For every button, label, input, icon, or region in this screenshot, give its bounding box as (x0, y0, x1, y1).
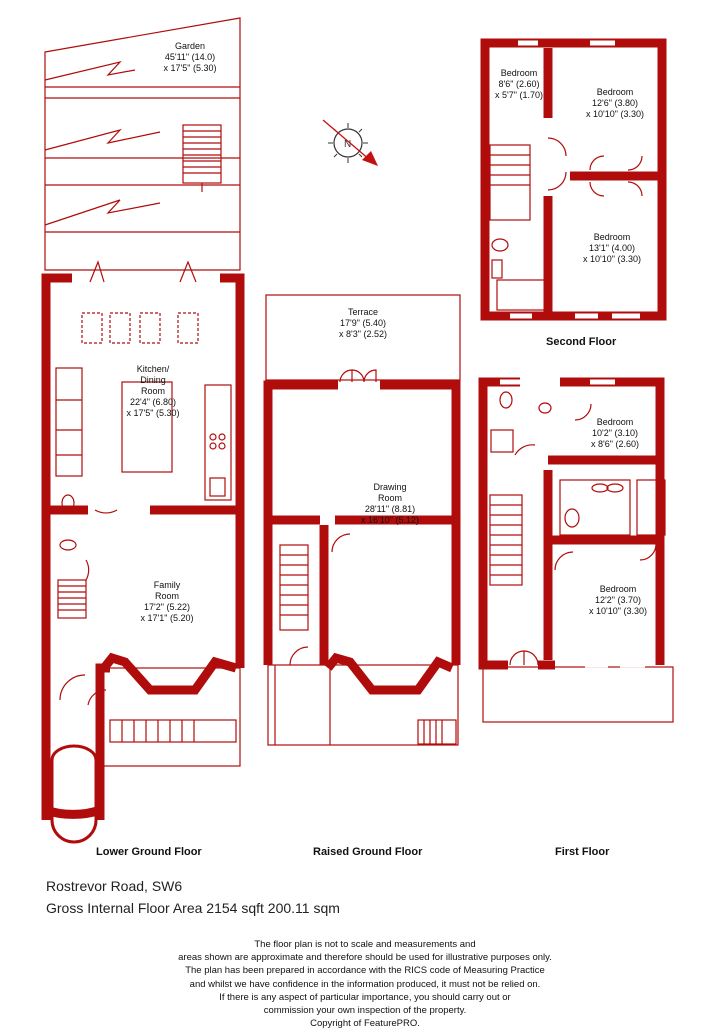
copyright: Copyright of FeaturePRO. (310, 1018, 420, 1030)
room-label-family: Family Room 17'2" (5.22) x 17'1" (5.20) (122, 580, 212, 624)
garden-outline (44, 17, 241, 271)
room-name: Bedroom (500, 68, 538, 78)
room-dim: x 17'1" (5.20) (140, 613, 194, 623)
room-name: Bedroom (593, 232, 631, 242)
room-name: Room (154, 591, 179, 601)
property-address: Rostrevor Road, SW6 (46, 878, 183, 894)
disclaimer-line: The plan has been prepared in accordance… (185, 965, 545, 977)
room-label-bedroom-2f-front: Bedroom 12'6" (3.80) x 10'10" (3.30) (570, 87, 660, 120)
disclaimer-line: areas shown are approximate and therefor… (178, 952, 552, 964)
kitchen-worktop (204, 384, 232, 501)
disclaimer-line: If there is any aspect of particular imp… (219, 991, 511, 1003)
room-label-bedroom-2f-rear: Bedroom 13'1" (4.00) x 10'10" (3.30) (566, 232, 658, 265)
room-dim: 13'1" (4.00) (589, 243, 635, 253)
room-dim: x 17'5" (5.30) (163, 63, 217, 73)
room-dim: x 10'10" (3.30) (583, 254, 641, 264)
room-dim: 12'2" (3.70) (595, 595, 641, 605)
disclaimer-line: and whilst we have confidence in the inf… (189, 978, 541, 990)
room-name: Dining (140, 375, 166, 385)
room-label-terrace: Terrace 17'9" (5.40) x 8'3" (2.52) (318, 307, 408, 340)
room-dim: 17'2" (5.22) (144, 602, 190, 612)
rooflights (81, 312, 199, 344)
kitchen-island (121, 381, 173, 473)
room-dim: x 5'7" (1.70) (495, 90, 543, 100)
room-dim: 22'4" (6.80) (130, 397, 176, 407)
north-arrow-icon (322, 119, 378, 166)
room-dim: x 8'6" (2.60) (591, 439, 639, 449)
room-name: Terrace (347, 307, 378, 317)
room-label-kitchen: Kitchen/ Dining Room 22'4" (6.80) x 17'5… (108, 364, 198, 419)
svg-text:N: N (344, 139, 351, 150)
room-dim: 8'6" (2.60) (498, 79, 540, 89)
room-dim: 12'6" (3.80) (592, 98, 638, 108)
floor-title-raised-ground: Raised Ground Floor (313, 846, 423, 858)
room-label-drawing: Drawing Room 28'11" (8.81) x 16'10" (5.1… (340, 482, 440, 526)
room-dim: x 8'3" (2.52) (339, 329, 387, 339)
room-label-bedroom-small: Bedroom 8'6" (2.60) x 5'7" (1.70) (488, 68, 550, 101)
room-dim: x 16'10" (5.12) (361, 515, 419, 525)
gross-floor-area: Gross Internal Floor Area 2154 sqft 200.… (46, 900, 340, 916)
room-label-bedroom-1f-front: Bedroom 12'2" (3.70) x 10'10" (3.30) (572, 584, 664, 617)
room-name: Bedroom (599, 584, 637, 594)
room-dim: x 17'5" (5.30) (126, 408, 180, 418)
disclaimer-line: commission your own inspection of the pr… (263, 1005, 467, 1017)
floor-title-second: Second Floor (546, 336, 617, 348)
external-walls (41, 38, 667, 820)
room-name: Bedroom (596, 87, 634, 97)
room-dim: x 10'10" (3.30) (589, 606, 647, 616)
floor-title-lower-ground: Lower Ground Floor (96, 846, 202, 858)
room-dim: 17'9" (5.40) (340, 318, 386, 328)
room-name: Bedroom (596, 417, 634, 427)
room-name: Family (153, 580, 181, 590)
room-name: Room (377, 493, 402, 503)
room-dim: 10'2" (3.10) (592, 428, 638, 438)
disclaimer: The floor plan is not to scale and measu… (100, 938, 630, 1030)
room-name: Garden (174, 41, 206, 51)
room-label-bedroom-1f-back: Bedroom 10'2" (3.10) x 8'6" (2.60) (575, 417, 655, 450)
room-name: Room (140, 386, 165, 396)
room-label-garden: Garden 45'11" (14.0) x 17'5" (5.30) (145, 41, 235, 74)
floor-title-first: First Floor (555, 846, 610, 858)
disclaimer-line: The floor plan is not to scale and measu… (254, 939, 476, 950)
room-dim: x 10'10" (3.30) (586, 109, 644, 119)
room-dim: 45'11" (14.0) (164, 52, 216, 62)
room-dim: 28'11" (8.81) (364, 504, 416, 514)
room-name: Drawing (373, 482, 407, 492)
terrace-outline (265, 294, 461, 381)
vault-curve (44, 805, 102, 819)
room-name: Kitchen/ (136, 364, 170, 374)
